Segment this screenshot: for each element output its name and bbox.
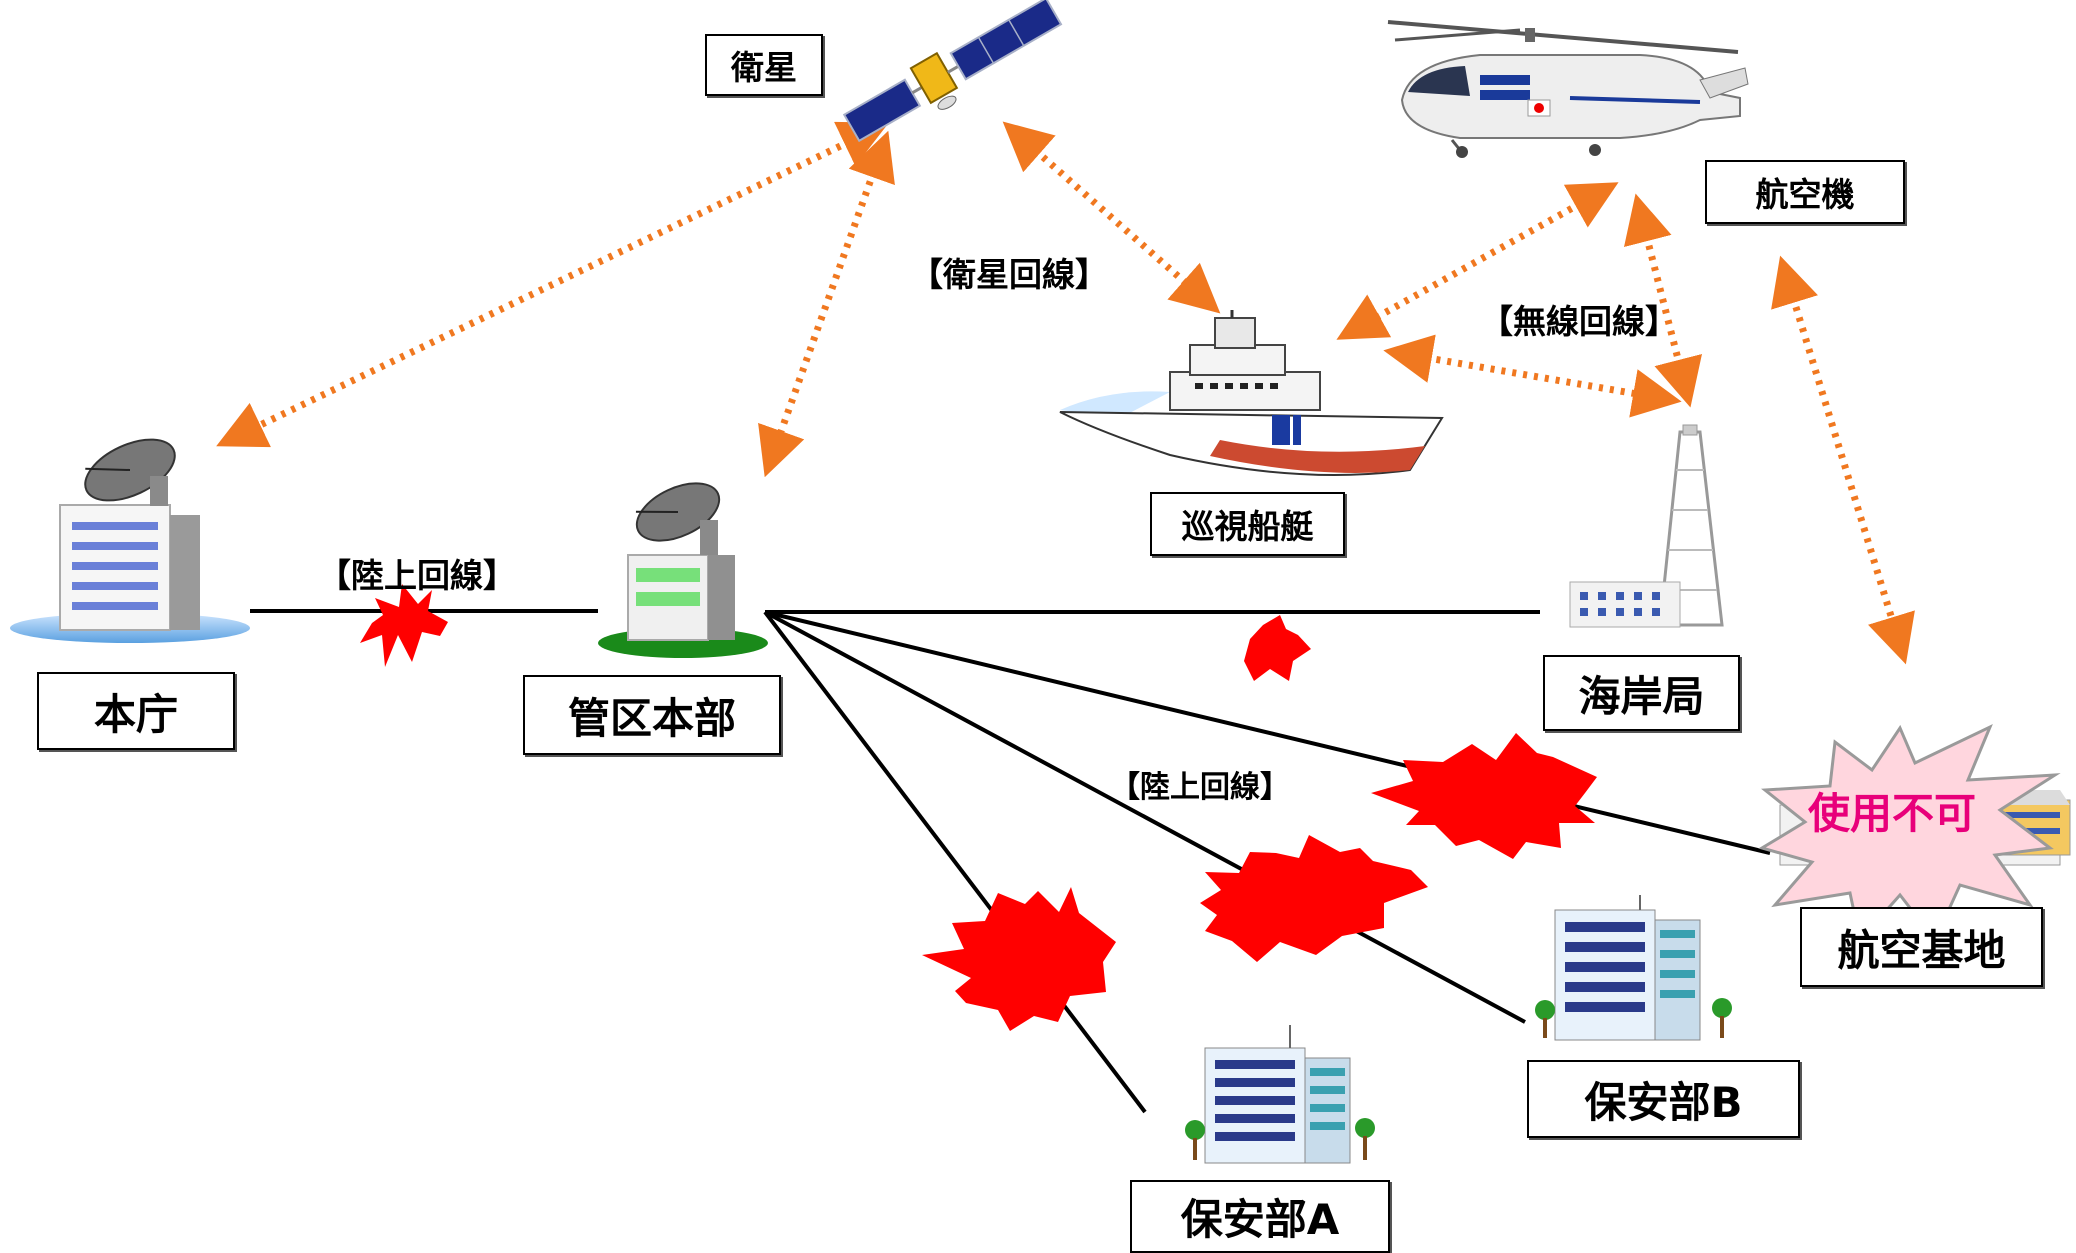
- sat-link-regional: [758, 130, 895, 478]
- hq-agency-building-icon: [10, 438, 250, 643]
- land-lines: [250, 609, 1771, 1114]
- break-burst-1: [360, 584, 448, 667]
- break-burst-3: [1371, 733, 1597, 859]
- satellite-line-caption: 【衛星回線】: [910, 255, 1108, 294]
- air-link-airbase: [1771, 255, 1915, 665]
- land-line-regional-office-a: [763, 610, 1147, 1114]
- regional-hq-label: 管区本部: [523, 675, 781, 755]
- regional-hq-building-icon: [598, 482, 768, 658]
- office-b-label: 保安部B: [1527, 1060, 1800, 1138]
- helicopter-icon: [1387, 20, 1749, 158]
- land-line-top-caption: 【陸上回線】: [318, 556, 516, 595]
- land-line-mid-caption: 【陸上回線】: [1110, 770, 1290, 805]
- sat-link-hq: [216, 121, 889, 448]
- patrol-vessel-icon: [1059, 310, 1444, 476]
- break-burst-4: [1200, 835, 1428, 962]
- office-b-building-icon: [1535, 895, 1732, 1041]
- break-burst-5: [922, 887, 1116, 1031]
- break-burst-2: [1244, 615, 1311, 681]
- sat-link-vessel: [1002, 121, 1221, 314]
- coastal-station-icon: [1569, 424, 1724, 628]
- satellite-label: 衛星: [705, 34, 823, 96]
- vessel-link-coastal: [1383, 334, 1682, 418]
- land-line-regional-airbase: [764, 610, 1771, 855]
- patrol-vessel-label: 巡視船艇: [1150, 492, 1345, 556]
- wireless-line-caption: 【無線回線】: [1480, 302, 1678, 341]
- office-a-building-icon: [1185, 1025, 1375, 1164]
- aircraft-label: 航空機: [1705, 160, 1905, 224]
- office-a-label: 保安部A: [1130, 1180, 1390, 1253]
- satellite-icon: [842, 0, 1063, 143]
- land-line-regional-office-b: [764, 610, 1526, 1024]
- air-base-status-text: 使用不可: [1808, 789, 1977, 838]
- unusable-burst: [1758, 723, 2061, 944]
- coastal-station-label: 海岸局: [1543, 655, 1740, 731]
- hq-agency-label: 本庁: [37, 672, 235, 750]
- air-base-label: 航空基地: [1800, 907, 2043, 987]
- line-break-bursts: [360, 584, 1597, 1031]
- radio-links: [216, 121, 1915, 665]
